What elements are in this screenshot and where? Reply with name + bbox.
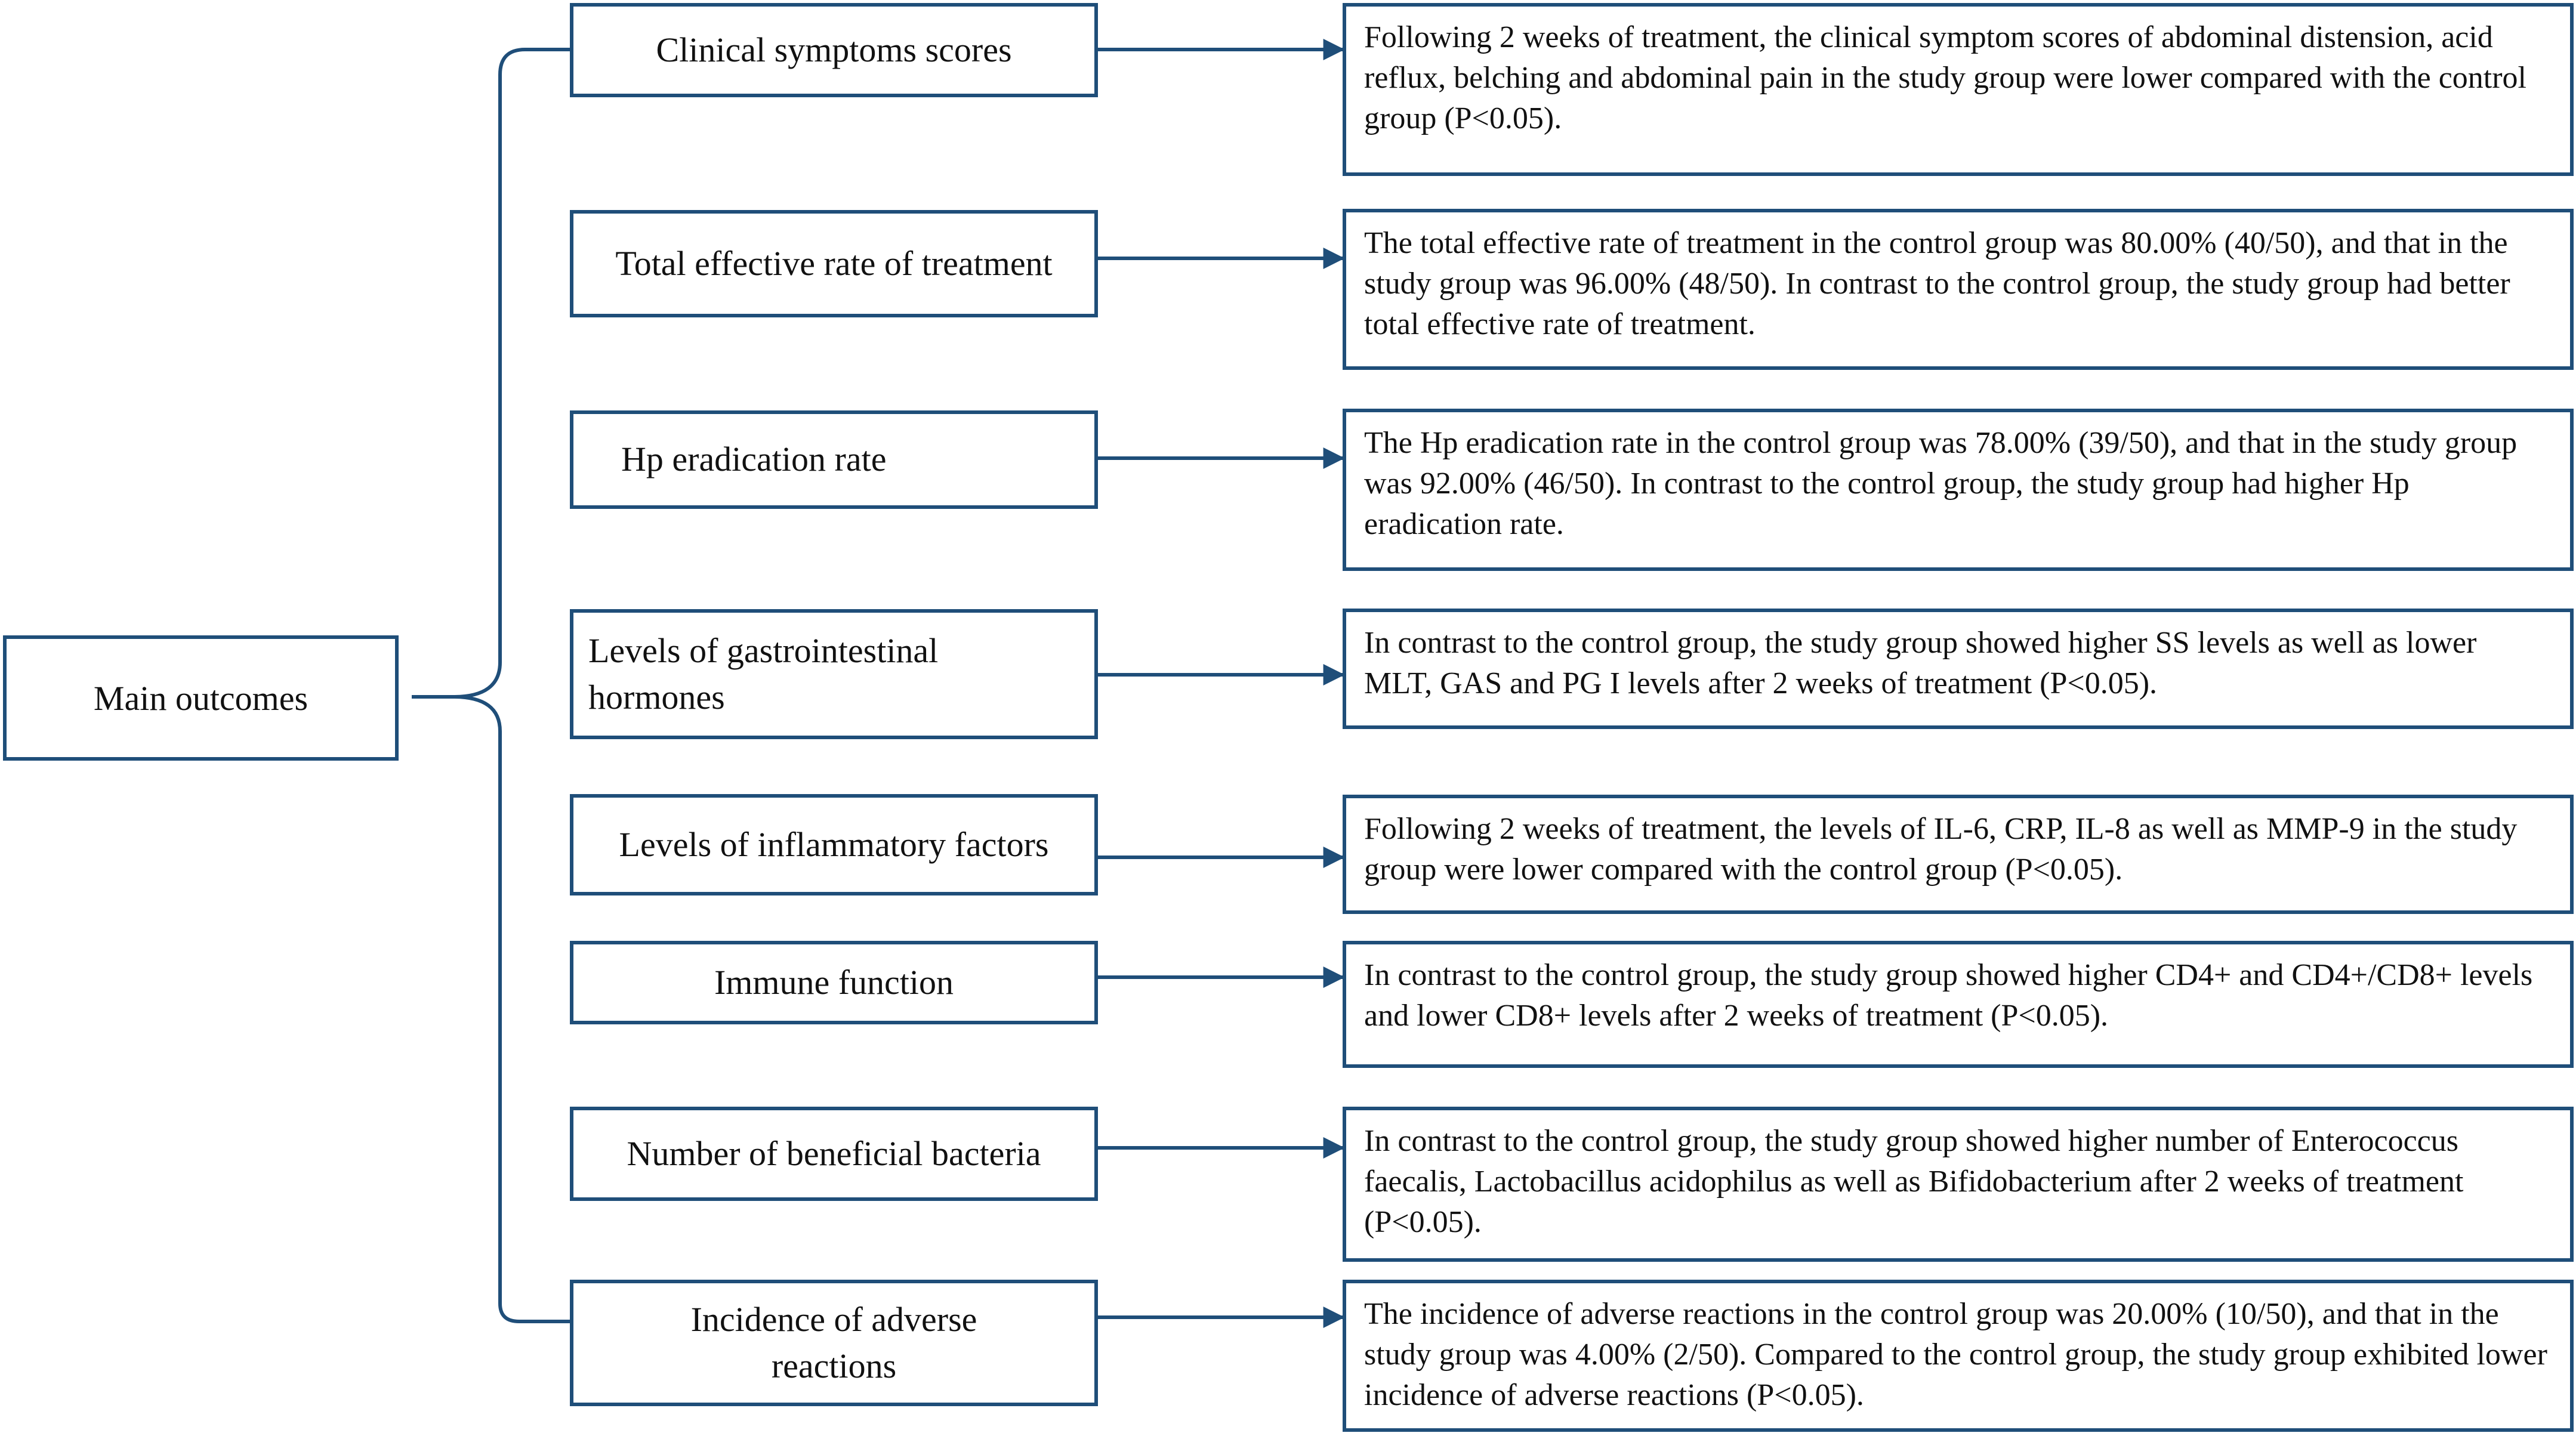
outcome-node-effective-rate: Total effective rate of treatment [570, 210, 1098, 317]
result-box-immune-function: In contrast to the control group, the st… [1343, 941, 2574, 1068]
result-text: In contrast to the control group, the st… [1364, 626, 2477, 700]
outcome-node-gastrointestinal-hormones: Levels of gastrointestinal hormones [570, 609, 1098, 739]
result-box-inflammatory-factors: Following 2 weeks of treatment, the leve… [1343, 795, 2574, 914]
outcome-label: Immune function [714, 962, 954, 1002]
result-box-gastrointestinal-hormones: In contrast to the control group, the st… [1343, 609, 2574, 729]
brace-bracket [412, 48, 570, 1323]
outcome-node-beneficial-bacteria: Number of beneficial bacteria [570, 1107, 1098, 1201]
main-outcomes-node: Main outcomes [3, 635, 399, 761]
result-text: Following 2 weeks of treatment, the clin… [1364, 20, 2526, 135]
result-text: Following 2 weeks of treatment, the leve… [1364, 812, 2518, 887]
outcome-label: Clinical symptoms scores [656, 30, 1012, 69]
outcome-node-immune-function: Immune function [570, 941, 1098, 1024]
result-text: The Hp eradication rate in the control g… [1364, 426, 2518, 541]
outcome-label: Hp eradication rate [621, 440, 887, 479]
outcome-node-adverse-reactions: Incidence of adverse reactions [570, 1280, 1098, 1406]
result-box-hp-eradication: The Hp eradication rate in the control g… [1343, 409, 2574, 571]
outcome-node-hp-eradication: Hp eradication rate [570, 410, 1098, 509]
outcome-label: Incidence of adverse reactions [690, 1299, 977, 1385]
outcome-label: Levels of inflammatory factors [619, 824, 1049, 864]
result-text: In contrast to the control group, the st… [1364, 1124, 2464, 1239]
outcome-label: Total effective rate of treatment [615, 243, 1053, 283]
result-text: In contrast to the control group, the st… [1364, 958, 2533, 1033]
result-box-adverse-reactions: The incidence of adverse reactions in th… [1343, 1280, 2574, 1432]
result-box-clinical-symptoms: Following 2 weeks of treatment, the clin… [1343, 3, 2574, 176]
result-text: The total effective rate of treatment in… [1364, 226, 2510, 341]
outcome-node-clinical-symptoms: Clinical symptoms scores [570, 3, 1098, 97]
main-outcomes-label: Main outcomes [93, 678, 308, 718]
result-box-effective-rate: The total effective rate of treatment in… [1343, 209, 2574, 370]
result-text: The incidence of adverse reactions in th… [1364, 1297, 2547, 1412]
result-box-beneficial-bacteria: In contrast to the control group, the st… [1343, 1107, 2574, 1262]
outcome-label: Levels of gastrointestinal hormones [588, 631, 939, 717]
outcome-node-inflammatory-factors: Levels of inflammatory factors [570, 794, 1098, 895]
outcome-label: Number of beneficial bacteria [627, 1134, 1041, 1173]
